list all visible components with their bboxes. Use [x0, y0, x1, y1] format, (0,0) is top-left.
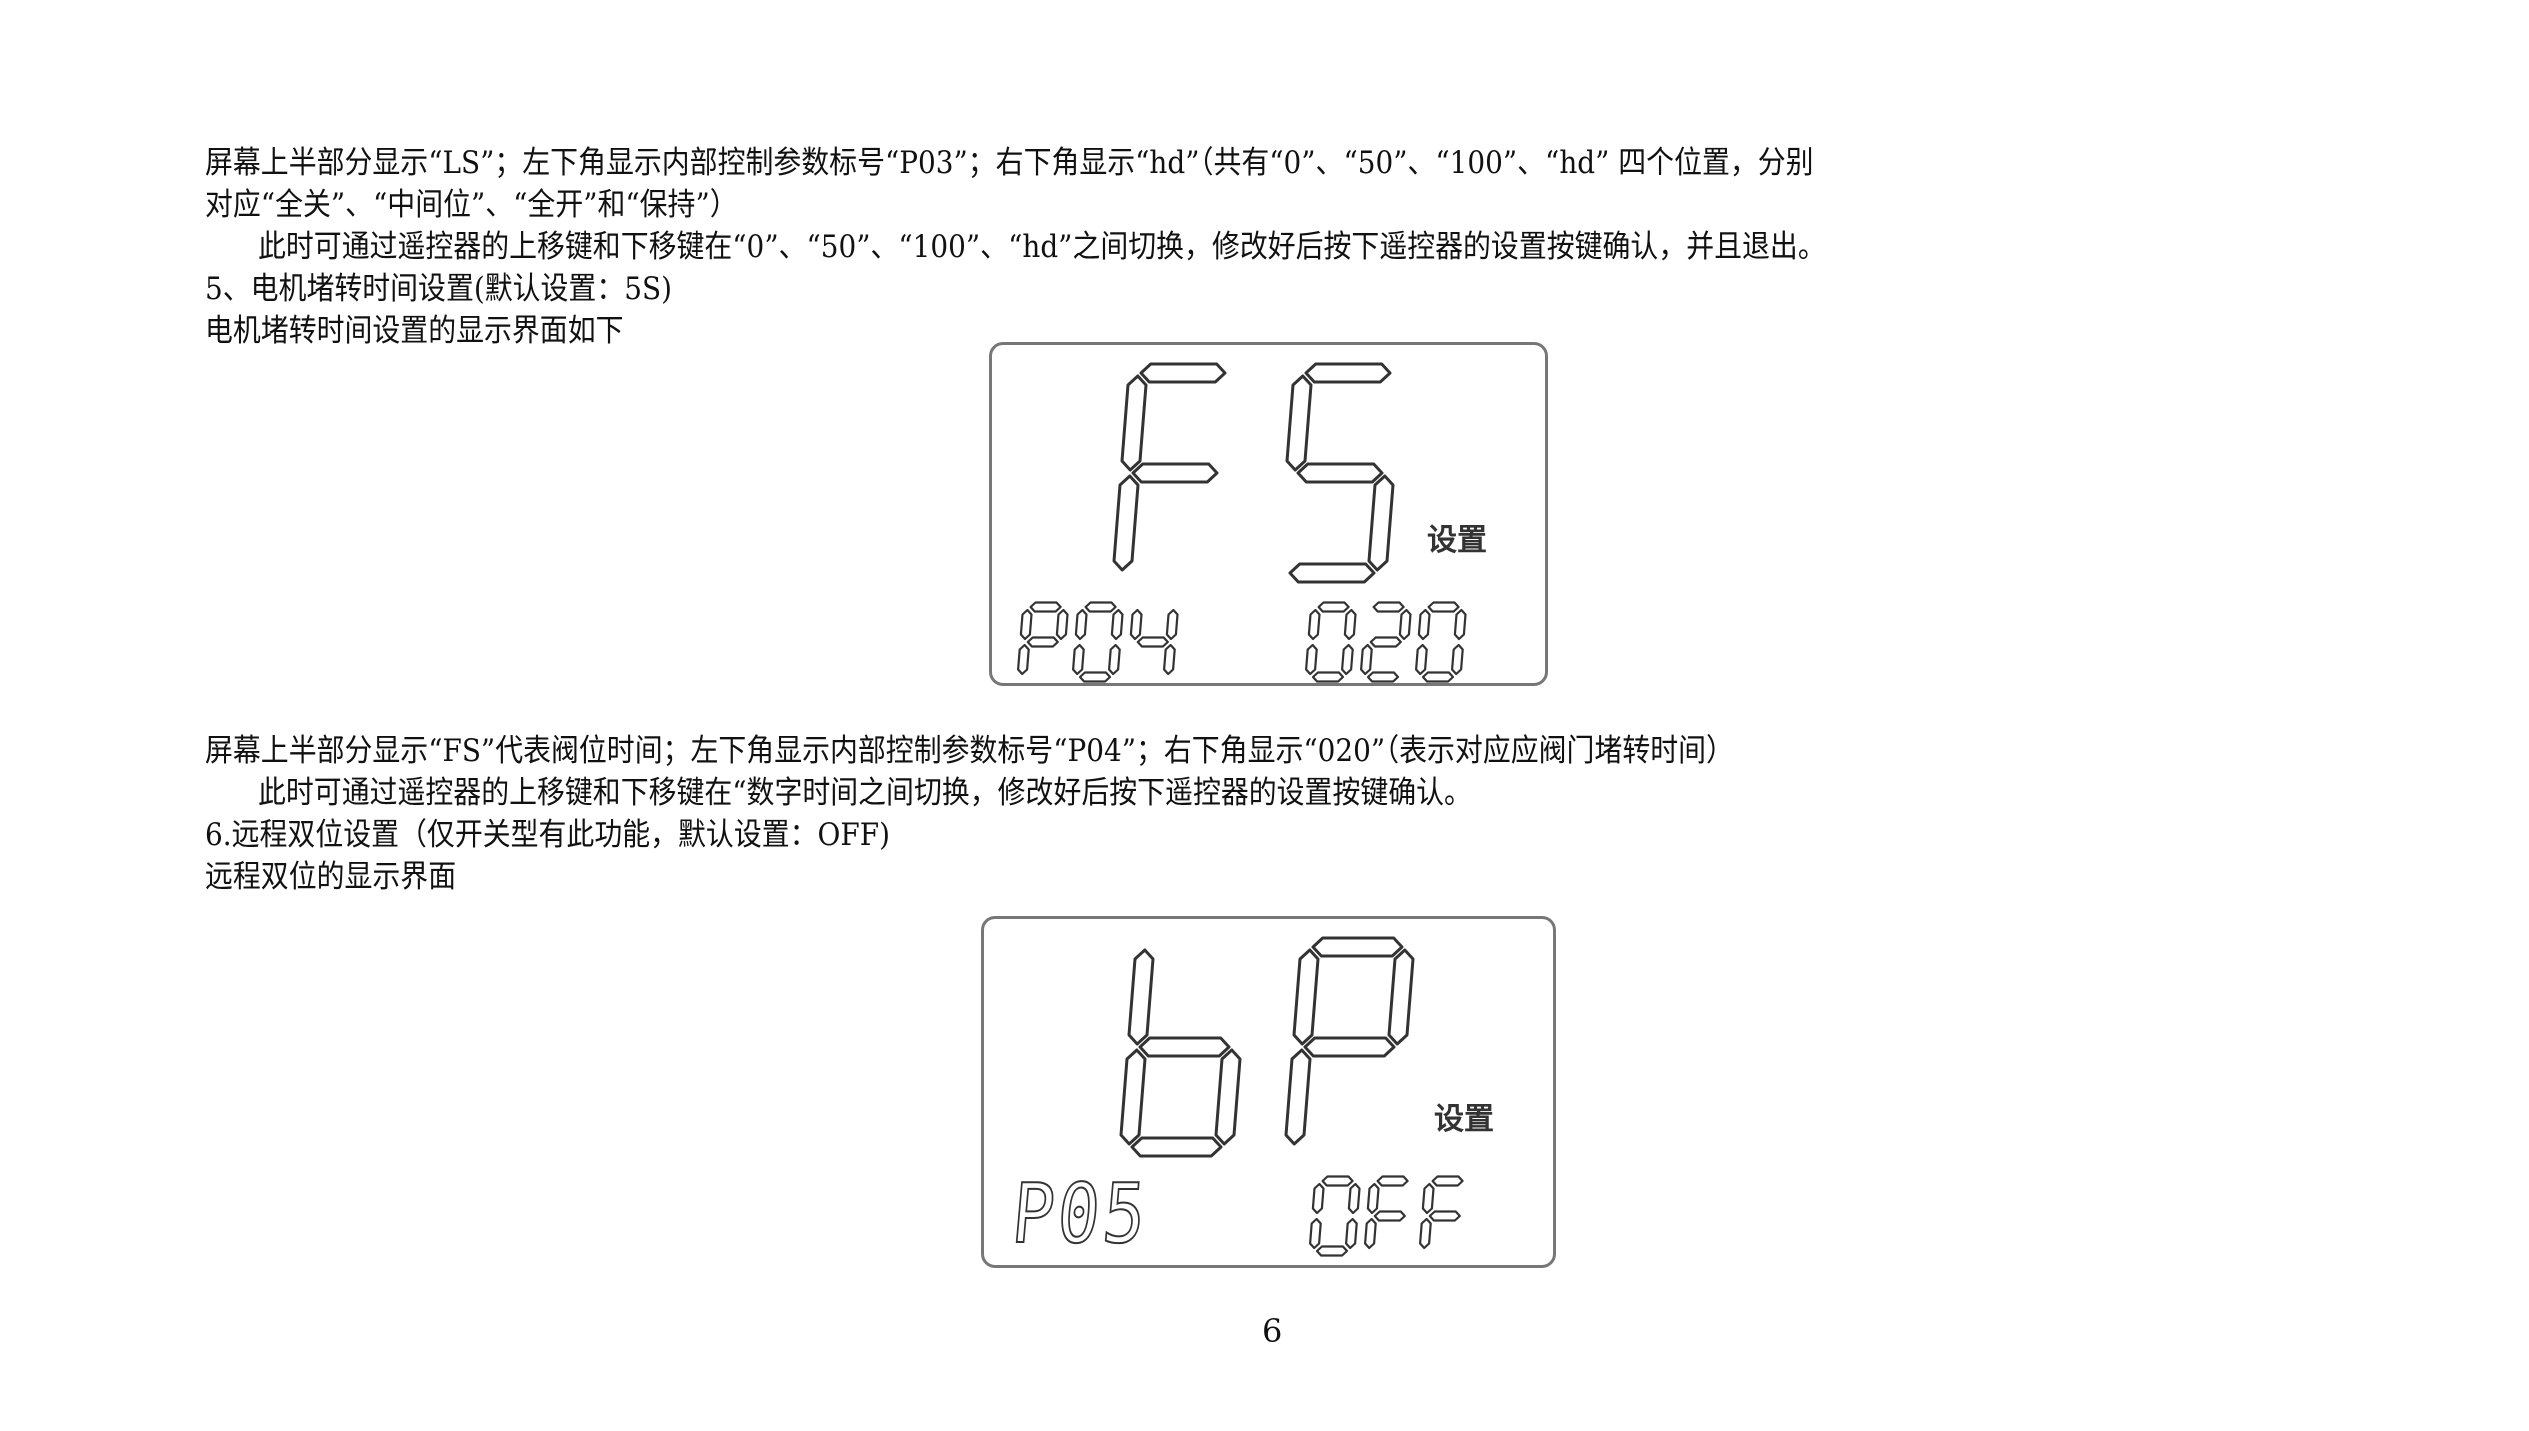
segment-a: [1139, 362, 1227, 384]
segment-b: [1343, 608, 1357, 641]
segment-c: [1163, 643, 1176, 676]
paragraph-ls-positions: 对应“全关”、“中间位”、“全开”和“保持”）: [205, 187, 738, 223]
lcd-param-value-char: [1415, 601, 1467, 683]
segment-f: [1366, 1182, 1380, 1215]
lcd-param-code: P05: [1007, 1166, 1153, 1263]
segment-a: [1372, 601, 1405, 613]
paragraph-ls-instructions: 此时可通过遥控器的上移键和下移键在“0”、“50”、“100”、“hd”之间切换…: [258, 229, 1826, 265]
segment-f: [1120, 374, 1148, 472]
lcd-main-text-char: [1284, 936, 1415, 1146]
segment-d: [1315, 1245, 1349, 1257]
segment-g: [1136, 636, 1169, 648]
segment-a: [1304, 362, 1392, 384]
section-heading-6: 6.远程双位设置（仅开关型有此功能，默认设置：OFF): [205, 817, 890, 853]
segment-e: [1112, 474, 1140, 572]
segment-e: [1419, 1217, 1432, 1250]
segment-f: [1292, 948, 1320, 1046]
lcd-segments: [1119, 936, 1464, 1257]
lcd-param-code-char: [1129, 608, 1179, 676]
segment-f: [1421, 1182, 1435, 1215]
segment-d: [1288, 562, 1376, 584]
segment-b: [1387, 948, 1415, 1046]
paragraph-fs-description: 屏幕上半部分显示“FS”代表阀位时间；左下角显示内部控制参数标号“P04”；右下…: [205, 733, 1734, 769]
lcd-main-text-char: [1119, 948, 1242, 1158]
segment-a: [1376, 1175, 1409, 1187]
segment-d: [1311, 671, 1345, 683]
paragraph-fs-instructions: 此时可通过遥控器的上移键和下移键在“数字时间之间切换，修改好后按下遥控器的设置按…: [258, 775, 1472, 811]
lcd-param-value-char: [1309, 1175, 1361, 1257]
segment-g: [1373, 1210, 1406, 1222]
segment-a: [1084, 601, 1117, 613]
segment-g: [1303, 1036, 1396, 1058]
segment-a: [1311, 936, 1404, 958]
paragraph-bp-intro: 远程双位的显示界面: [205, 859, 457, 895]
segment-e: [1309, 1217, 1322, 1250]
segment-e: [1415, 643, 1428, 676]
lcd-setting-label: 设置: [1427, 523, 1487, 558]
lcd-param-code-char: [1071, 601, 1124, 683]
segment-f: [1127, 948, 1155, 1046]
segment-f: [1074, 608, 1088, 641]
segment-e: [1360, 643, 1373, 676]
lcd-param-value-char: [1360, 601, 1412, 683]
segment-g: [1131, 462, 1219, 484]
segment-f: [1285, 374, 1313, 472]
lcd-param-value-char: [1364, 1175, 1409, 1250]
lcd-param-value-char: [1419, 1175, 1464, 1250]
segment-g: [1428, 1210, 1461, 1222]
segment-c: [1367, 474, 1395, 572]
segment-b: [1453, 608, 1467, 641]
lcd-main-text-char: [1112, 362, 1227, 572]
segment-f: [1129, 608, 1143, 641]
lcd-setting-label: 设置: [1434, 1102, 1494, 1137]
section-heading-5: 5、电机堵转时间设置(默认设置：5S): [205, 271, 672, 307]
page-number: 6: [1262, 1312, 1283, 1350]
segment-c: [1341, 643, 1354, 676]
segment-b: [1347, 1182, 1361, 1215]
segment-g: [1369, 636, 1402, 648]
lcd-display-bp: P05 设置: [981, 916, 1556, 1268]
segment-e: [1305, 643, 1318, 676]
segment-d: [1421, 671, 1455, 683]
segment-f: [1417, 608, 1431, 641]
segment-f: [1311, 1182, 1325, 1215]
segment-c: [1345, 1217, 1358, 1250]
segment-a: [1431, 1175, 1464, 1187]
segment-e: [1284, 1048, 1312, 1146]
segment-a: [1321, 1175, 1354, 1187]
paragraph-ls-description: 屏幕上半部分显示“LS”；左下角显示内部控制参数标号“P03”；右下角显示“hd…: [205, 145, 1814, 181]
lcd-param-value-char: [1305, 601, 1357, 683]
segment-a: [1029, 601, 1062, 613]
segment-d: [1130, 1136, 1223, 1158]
segment-e: [1071, 643, 1085, 676]
segment-f: [1307, 608, 1321, 641]
paragraph-fs-intro: 电机堵转时间设置的显示界面如下: [205, 313, 624, 349]
segment-c: [1214, 1048, 1242, 1146]
segment-c: [1451, 643, 1464, 676]
segment-e: [1364, 1217, 1377, 1250]
lcd-main-text-char: [1285, 362, 1395, 584]
segment-f: [1019, 608, 1033, 641]
segment-g: [1296, 462, 1384, 484]
segment-b: [1055, 608, 1069, 641]
segment-d: [1078, 671, 1112, 683]
lcd-display-fs: 设置: [989, 342, 1548, 686]
segment-a: [1427, 601, 1460, 613]
lcd-segments: [1017, 362, 1467, 683]
segment-e: [1119, 1048, 1147, 1146]
segment-e: [1017, 643, 1030, 676]
segment-b: [1398, 608, 1412, 641]
segment-g: [1026, 636, 1059, 648]
segment-c: [1107, 643, 1121, 676]
segment-b: [1165, 608, 1179, 641]
segment-d: [1366, 671, 1400, 683]
lcd-param-code-char: [1017, 601, 1069, 676]
segment-a: [1317, 601, 1350, 613]
segment-g: [1138, 1036, 1231, 1058]
segment-b: [1110, 608, 1124, 641]
